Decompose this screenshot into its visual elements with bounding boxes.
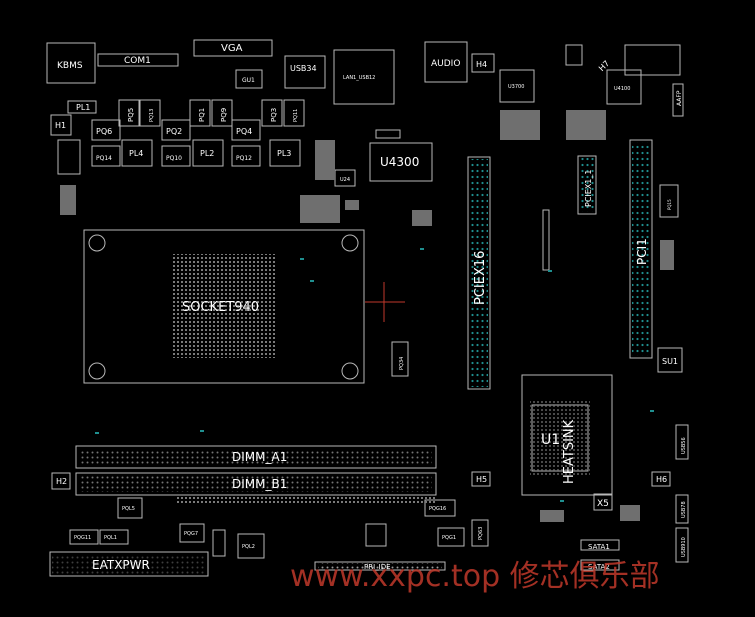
label-pq14: PQ14 (96, 155, 112, 162)
usb34-connector (284, 55, 326, 89)
label-pq6: PQ6 (96, 127, 112, 136)
label-pq15: PQ15 (667, 199, 672, 210)
label-usb910: USB910 (681, 537, 687, 557)
label-pl2: PL2 (200, 149, 214, 158)
label-pl3: PL3 (277, 149, 291, 158)
label-pq34: PQ34 (399, 357, 405, 370)
label-usb78: USB78 (681, 501, 687, 518)
label-dimm-b1: DIMM_B1 (232, 477, 287, 491)
watermark: www.xxpc.top 修芯俱乐部 (290, 559, 660, 594)
label-pq1: PQ1 (198, 108, 206, 122)
label-h4: H4 (476, 60, 487, 69)
label-pq12: PQ12 (236, 155, 252, 162)
label-h6: H6 (656, 475, 667, 484)
label-pql1: PQL1 (104, 535, 117, 541)
label-h2: H2 (56, 477, 67, 486)
eatxpwr-connector (49, 551, 209, 577)
audio-connector (424, 41, 468, 83)
label-h7: H7 (597, 59, 611, 73)
label-pq9: PQ9 (220, 108, 228, 122)
label-pq16: PQG16 (429, 506, 446, 512)
label-audio: AUDIO (431, 59, 460, 69)
label-pciex16: PCIEX16 (473, 251, 488, 305)
pciex1-slot (577, 155, 597, 215)
h2-hole (51, 472, 71, 490)
label-pq1b: PQG1 (442, 535, 456, 541)
label-u1: U1 (541, 432, 560, 448)
label-pq11b: PQG11 (74, 535, 91, 541)
label-pci1: PCI1 (635, 238, 649, 265)
pl1-inductor (67, 100, 97, 114)
label-socket: SOCKET940 (182, 300, 259, 315)
label-pq2: PQ2 (166, 127, 182, 136)
label-u24: U24 (340, 177, 350, 183)
label-sata2: SATA2 (588, 563, 610, 571)
cpu-socket (83, 229, 365, 384)
h5-hole (471, 471, 491, 487)
socket-pin-grid (172, 254, 276, 358)
label-lan-usb: LAN1_USB12 (343, 75, 375, 81)
label-h5: H5 (476, 475, 487, 484)
label-gu1: GU1 (242, 77, 255, 84)
lan-usb-connector (333, 49, 395, 105)
pci1-slot (629, 139, 653, 359)
h6-hole (651, 471, 671, 487)
label-x5: X5 (597, 499, 609, 509)
label-pl4: PL4 (129, 149, 143, 158)
label-aafp: AAFP (676, 90, 683, 106)
h4-hole (471, 53, 495, 73)
su1-chip (657, 347, 683, 373)
label-u4300: U4300 (380, 155, 419, 169)
label-sata1: SATA1 (588, 543, 610, 551)
label-u3700: U3700 (508, 84, 524, 90)
sata1-connector (580, 539, 620, 551)
h1-hole (50, 114, 72, 136)
label-pri-ide: PRI_IDE (364, 563, 391, 571)
dimm-a1-slot (75, 445, 437, 469)
com1-connector (97, 53, 179, 67)
label-pq4: PQ4 (236, 127, 252, 136)
label-usb56: USB56 (681, 437, 687, 454)
label-pl2b: PQL2 (242, 544, 255, 550)
label-pq10: PQ10 (166, 155, 182, 162)
label-pciex1: PCIEX1_1 (584, 170, 593, 207)
label-com1: COM1 (124, 56, 151, 66)
label-pq3: PQ3 (270, 108, 278, 122)
label-pq11: PQ11 (293, 109, 299, 122)
kbms-connector (46, 42, 96, 84)
gu1-chip (235, 69, 263, 89)
pri-ide-connector (314, 561, 446, 571)
label-pq5: PQ5 (127, 108, 135, 122)
vga-connector (193, 39, 273, 57)
label-dimm-a1: DIMM_A1 (232, 450, 287, 464)
u4100-chip (606, 69, 642, 105)
label-pql5: PQL5 (122, 506, 135, 512)
label-pq8: PQ63 (478, 527, 484, 540)
label-kbms: KBMS (57, 61, 83, 71)
sata2-connector (580, 559, 620, 571)
label-pq7: PQG7 (184, 531, 198, 537)
aafp-header (672, 83, 684, 117)
label-vga: VGA (221, 43, 243, 54)
label-pl1: PL1 (76, 103, 90, 112)
label-eatxpwr: EATXPWR (92, 558, 150, 572)
label-usb34: USB34 (290, 64, 317, 73)
label-heatsink: HEATSINK (562, 419, 577, 484)
label-h1: H1 (55, 121, 66, 130)
label-pq13: PQ13 (149, 109, 155, 122)
label-u4100: U4100 (614, 86, 630, 92)
heatsink (521, 374, 613, 496)
label-su1: SU1 (662, 357, 678, 366)
pciex16-slot (467, 156, 491, 390)
u4300-chip (369, 142, 433, 182)
u3700-chip (499, 69, 535, 103)
